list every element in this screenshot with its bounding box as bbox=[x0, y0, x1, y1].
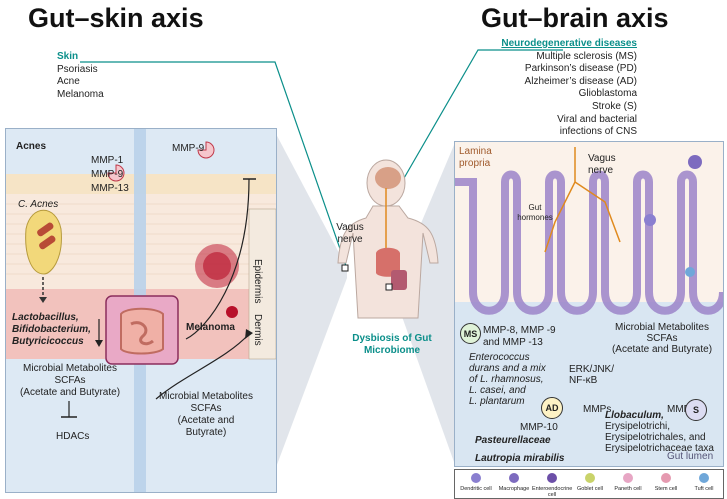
goblet-cell-icon bbox=[585, 473, 595, 483]
gb-metabolites-2: SCFAs bbox=[646, 333, 678, 344]
ms-mmps-2: and MMP -13 bbox=[483, 337, 543, 348]
skin-illustration bbox=[6, 129, 276, 492]
metabolites-mid-2: SCFAs bbox=[190, 403, 222, 414]
cell-type-legend: Dendritic cell Macrophage Enteroendocrin… bbox=[454, 469, 724, 499]
bacteria-label-3: Butyricicoccus bbox=[12, 336, 84, 347]
dermis-label: Dermis bbox=[252, 314, 263, 346]
neuro-item: infections of CNS bbox=[559, 126, 637, 138]
metabolites-left-2: SCFAs bbox=[54, 375, 86, 386]
dysbiosis-label-1: Dysbiosis of Gut bbox=[352, 333, 432, 344]
gb-metabolites-1: Microbial Metabolites bbox=[615, 322, 709, 333]
mmp10-label: MMP-10 bbox=[520, 422, 558, 433]
neuro-item: Multiple sclerosis (MS) bbox=[536, 50, 637, 62]
enterococcus-4: L. casei, and bbox=[469, 385, 526, 396]
legend-label: Goblet cell bbox=[577, 486, 603, 492]
skin-item: Melanoma bbox=[57, 88, 104, 100]
enterococcus-3: of L. rhamnosus, bbox=[469, 374, 544, 385]
enterococcus-2: durans and a mix bbox=[469, 363, 546, 374]
s-taxa-1: Llobaculum, bbox=[605, 410, 664, 421]
vagus-label-2: nerve bbox=[588, 165, 614, 176]
center-vagus-label-1: Vagus bbox=[336, 222, 364, 233]
hdacs-label: HDACs bbox=[56, 431, 90, 442]
center-vagus-label-2: nerve bbox=[337, 234, 363, 245]
skin-item: Psoriasis bbox=[57, 63, 98, 75]
lamina-label-1: Lamina bbox=[459, 146, 492, 157]
right-zoom-wedge bbox=[395, 145, 454, 462]
erk-label-1: ERK/JNK/ bbox=[569, 364, 615, 375]
lautropia-label: Lautropia mirabilis bbox=[475, 453, 565, 464]
c-acnes-label: C. Acnes bbox=[18, 199, 59, 210]
neuro-item: Alzheimer’s disease (AD) bbox=[524, 75, 637, 87]
neuro-item: Parkinson’s disease (PD) bbox=[524, 63, 637, 75]
gut-hormones-label-2: hormones bbox=[517, 213, 553, 222]
mmp9-label: MMP-9 bbox=[172, 143, 205, 154]
ms-mmps-1: MMP-8, MMP -9 bbox=[483, 325, 556, 336]
gut-skin-panel: Acnes MMP-1 MMP-9 MMP-13 C. Acnes MMP-9 … bbox=[5, 128, 277, 493]
s-badge: S bbox=[685, 399, 707, 421]
s-taxa-4: Erysipelotrichaceae taxa bbox=[605, 443, 714, 454]
gut-skin-title: Gut–skin axis bbox=[28, 3, 204, 33]
macrophage-icon bbox=[509, 473, 519, 483]
metabolites-left-1: Microbial Metabolites bbox=[23, 363, 117, 374]
bacteria-label-1: Lactobacillus, bbox=[12, 312, 79, 323]
melanoma-label: Melanoma bbox=[186, 322, 235, 333]
enterococcus-1: Enterococcus bbox=[469, 352, 530, 363]
metabolites-mid-3: (Acetate and bbox=[177, 415, 235, 426]
human-body-figure bbox=[337, 159, 439, 319]
ad-badge: AD bbox=[541, 397, 563, 419]
intestine-illustration bbox=[455, 147, 723, 466]
metabolites-mid-1: Microbial Metabolites bbox=[159, 391, 253, 402]
skin-disease-list: Skin Psoriasis Acne Melanoma bbox=[57, 51, 104, 101]
mmp-item: MMP-9 bbox=[91, 169, 124, 180]
gut-hormones-label-1: Gut bbox=[528, 203, 542, 212]
left-zoom-wedge bbox=[275, 132, 347, 470]
skin-item: Acne bbox=[57, 76, 80, 88]
gb-metabolites-3: (Acetate and Butyrate) bbox=[611, 344, 713, 355]
epidermis-label: Epidermis bbox=[252, 259, 263, 304]
legend-label: Enteroendocrine cell bbox=[532, 486, 573, 498]
mmp-item: MMP-1 bbox=[91, 155, 124, 166]
neuro-item: Stroke (S) bbox=[591, 100, 637, 112]
lamina-label-2: propria bbox=[459, 158, 491, 169]
bacteria-label-2: Bifidobacterium, bbox=[12, 324, 91, 335]
acnes-label: Acnes bbox=[16, 141, 47, 152]
legend-label: Tuft cell bbox=[694, 486, 714, 492]
gb-mmp9-label: MMP-9 bbox=[667, 404, 700, 415]
metabolites-mid-4: Butyrate) bbox=[185, 427, 227, 438]
enterococcus-5: L. plantarum bbox=[469, 396, 525, 407]
dendritic-cell-icon bbox=[471, 473, 481, 483]
mmp-item: MMP-13 bbox=[91, 183, 129, 194]
pasteurellaceae-label: Pasteurellaceae bbox=[475, 435, 551, 446]
erk-label-2: NF-κB bbox=[569, 375, 598, 386]
legend-label: Dendritic cell bbox=[460, 486, 492, 492]
ms-badge: MS bbox=[460, 323, 481, 344]
vagus-label-1: Vagus bbox=[588, 153, 616, 164]
skin-heading: Skin bbox=[57, 51, 79, 62]
metabolites-left-3: (Acetate and Butyrate) bbox=[19, 387, 121, 398]
mmps-label: MMPs bbox=[583, 404, 612, 415]
tuft-cell-icon bbox=[699, 473, 709, 483]
legend-label: Paneth cell bbox=[614, 486, 642, 492]
s-taxa-3: Erysipelotrichales, and bbox=[605, 432, 706, 443]
gut-brain-title: Gut–brain axis bbox=[481, 3, 669, 33]
dysbiosis-label-2: Microbiome bbox=[363, 345, 421, 356]
neuro-item: Glioblastoma bbox=[578, 88, 637, 100]
legend-label: Macrophage bbox=[498, 486, 530, 492]
stem-cell-icon bbox=[661, 473, 671, 483]
paneth-cell-icon bbox=[623, 473, 633, 483]
gut-brain-panel: Lamina propria Vagus nerve Gut hormones … bbox=[454, 141, 724, 467]
neuro-heading: Neurodegenerative diseases bbox=[501, 38, 637, 49]
enteroendocrine-cell-icon bbox=[547, 473, 557, 483]
neuro-connector-line bbox=[395, 49, 563, 193]
s-taxa-2: Erysipelotrichi, bbox=[605, 421, 671, 432]
skin-connector-line bbox=[80, 61, 347, 267]
neuro-item: Viral and bacterial bbox=[557, 113, 637, 125]
gut-lumen-label: Gut lumen bbox=[667, 451, 714, 462]
legend-label: Stem cell bbox=[654, 486, 678, 492]
neuro-disease-list: Neurodegenerative diseases Multiple scle… bbox=[460, 38, 637, 139]
